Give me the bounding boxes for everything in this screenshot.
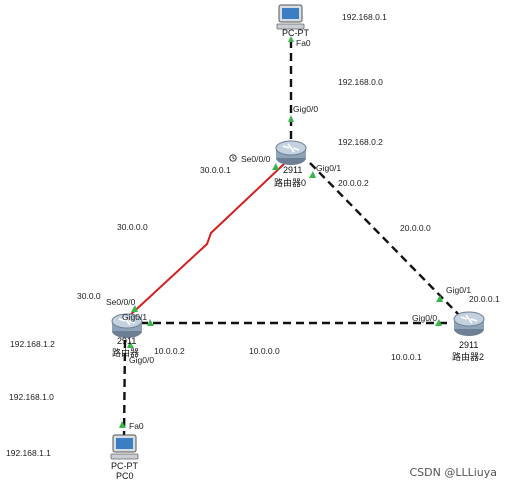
ip-r2-gig00: 10.0.0.1: [391, 352, 422, 362]
port-status-pc0-fa0: [119, 421, 126, 428]
ip-rl-gig01: 10.0.0.2: [154, 346, 185, 356]
ip-rl-gig00: 192.168.1.2: [10, 339, 55, 349]
port-label-rl-gig01: Gig0/1: [122, 312, 148, 322]
pc0-type-label: PC-PT: [111, 461, 138, 471]
ip-r0-gig00: 192.168.0.2: [338, 137, 383, 147]
port-label-r0-gig01: Gig0/1: [316, 163, 342, 173]
pc-icon[interactable]: [110, 434, 139, 460]
router-left-name: 路由器: [112, 348, 140, 358]
port-status-rl-se000: [131, 305, 138, 312]
network-serial: 30.0.0.0: [117, 222, 148, 232]
port-status-r0-gig00: [288, 115, 294, 122]
port-label-pc0-fa0: Fa0: [129, 421, 144, 431]
ip-r0-se000: 30.0.0.1: [200, 165, 231, 175]
port-label-r2-gig01: Gig0/1: [446, 285, 472, 295]
router-icon[interactable]: [453, 311, 485, 336]
port-label-rl-se000: Se0/0/0: [106, 297, 136, 307]
router2-model: 2911: [459, 340, 479, 350]
router-icon[interactable]: [275, 140, 307, 165]
router-icon[interactable]: [111, 313, 143, 338]
serial-link-router0-routerleft[interactable]: [126, 163, 285, 319]
network-top-lan: 192.168.0.0: [338, 77, 383, 87]
port-label-r0-se000: Se0/0/0: [241, 154, 271, 164]
clock-icon: [229, 154, 237, 162]
pc-icon[interactable]: [276, 4, 305, 30]
port-label-r0-gig00: Gig0/0: [293, 104, 319, 114]
link-routerleft-pc0[interactable]: [122, 339, 127, 441]
router0-name: 路由器0: [274, 178, 307, 188]
ip-r2-gig01: 20.0.0.1: [469, 294, 500, 304]
ip-pc-top: 192.168.0.1: [342, 12, 387, 22]
port-status-rl-gig01: [147, 319, 154, 326]
port-label-r2-gig00: Gig0/0: [412, 313, 438, 323]
port-label-rl-gig00: Gig0/0: [129, 355, 155, 365]
port-status-pc-top-fa0: [288, 36, 294, 42]
network-right: 20.0.0.0: [400, 223, 431, 233]
ip-rl-se000: 30.0.0: [77, 291, 101, 301]
link-router0-router2[interactable]: [309, 162, 463, 319]
router2-name: 路由器2: [452, 352, 485, 362]
pc0-name: PC0: [116, 471, 134, 481]
port-status-r2-gig01: [436, 295, 443, 302]
ip-pc0: 192.168.1.1: [6, 448, 51, 458]
port-label-pc-top-fa0: Fa0: [296, 38, 311, 48]
network-bottom: 10.0.0.0: [249, 346, 280, 356]
router-left-model: 2911: [117, 336, 137, 346]
port-status-r2-gig00: [435, 319, 442, 326]
network-left-lan: 192.168.1.0: [9, 392, 54, 402]
port-status-r0-gig01: [309, 171, 316, 178]
ip-r0-gig01: 20.0.0.2: [338, 178, 369, 188]
router0-model: 2911: [283, 165, 303, 175]
watermark: CSDN @LLLiuya: [409, 466, 497, 479]
pc-top-type-label: PC-PT: [282, 28, 309, 38]
port-status-r0-se000: [272, 163, 279, 170]
port-status-rl-gig00: [127, 341, 134, 348]
